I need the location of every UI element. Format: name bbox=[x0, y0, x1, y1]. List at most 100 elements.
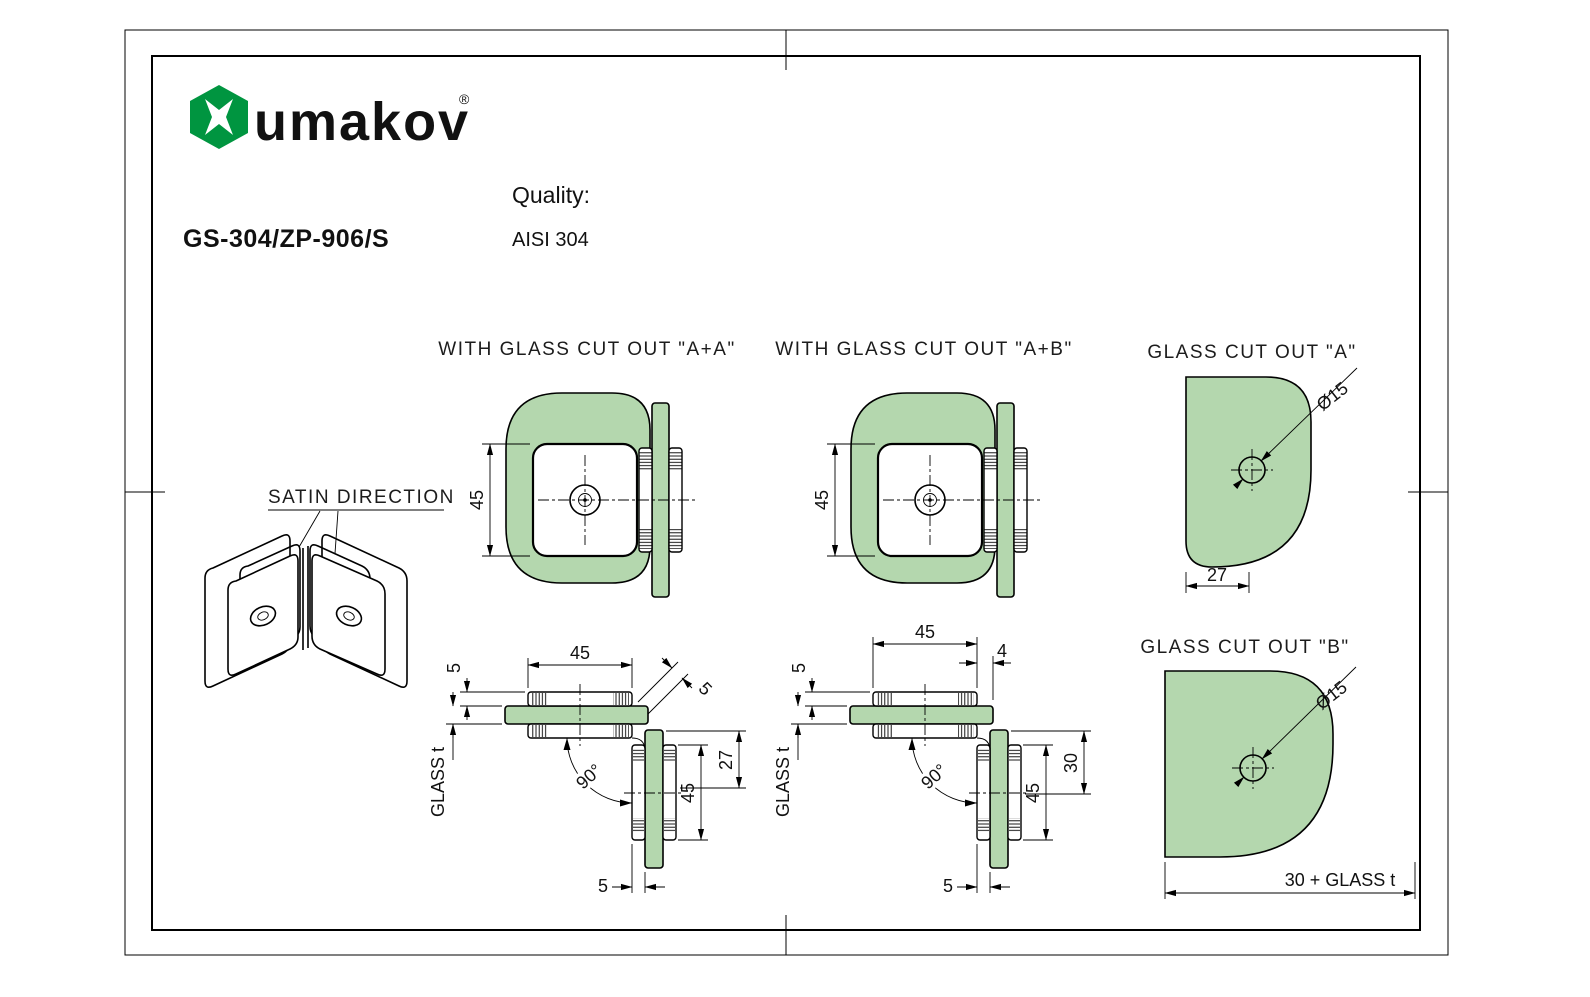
dim-aa-angle: 90° bbox=[572, 760, 606, 793]
brand-name: umakov bbox=[254, 92, 470, 152]
glass-edge-horizontal bbox=[504, 705, 649, 725]
dim-ab-leg-height: 45 bbox=[1023, 783, 1043, 803]
dim-aa-cut-depth: 27 bbox=[716, 750, 736, 770]
dimension-ab-bottom-offset: 5 bbox=[943, 844, 1010, 896]
knurl bbox=[978, 818, 989, 832]
dimension-aa-front-height: 45 bbox=[467, 443, 530, 557]
knurl bbox=[1014, 451, 1027, 471]
dimension-ab-cut-depth: 30 bbox=[1011, 730, 1091, 795]
knurl bbox=[1009, 748, 1020, 762]
dim-ab-top-width: 45 bbox=[915, 622, 935, 642]
dim-aa-top-width: 45 bbox=[570, 643, 590, 663]
dim-ab-glass-thickness: GLASS t bbox=[773, 747, 793, 817]
knurl bbox=[633, 818, 644, 832]
quality-value: AISI 304 bbox=[512, 229, 589, 251]
brand-logo: umakov ® bbox=[190, 85, 470, 152]
knurl bbox=[613, 725, 629, 737]
dimension-a-width: 27 bbox=[1185, 565, 1250, 593]
glass-pane-left bbox=[204, 534, 291, 688]
clamp-plate bbox=[662, 744, 677, 841]
knurl bbox=[1014, 529, 1027, 549]
knurl bbox=[978, 748, 989, 762]
knurl bbox=[531, 725, 547, 737]
dim-a-hole-dia: Ø15 bbox=[1313, 378, 1352, 415]
dimension-aa-angle: 90° bbox=[563, 737, 633, 807]
knurl bbox=[664, 818, 675, 832]
dim-aa-corner-gap: 5 bbox=[695, 678, 716, 699]
corner-edge bbox=[302, 546, 309, 650]
dimension-ab-angle: 90° bbox=[908, 737, 978, 807]
front-clamp-plate-left bbox=[227, 554, 299, 676]
glass-edge-vertical bbox=[989, 729, 1009, 869]
knurl bbox=[958, 725, 974, 737]
title-view-ab: WITH GLASS CUT OUT "A+B" bbox=[775, 339, 1072, 360]
knurl bbox=[984, 451, 997, 471]
dimension-aa-bottom-offset: 5 bbox=[598, 844, 665, 896]
knurl bbox=[669, 451, 682, 471]
registered-mark: ® bbox=[459, 91, 470, 107]
screw bbox=[569, 484, 601, 516]
front-clamp-plate-right bbox=[311, 554, 386, 676]
dimension-aa-cut-depth: 27 bbox=[666, 730, 746, 789]
dim-ab-angle: 90° bbox=[917, 760, 951, 793]
clamp-plate bbox=[1007, 744, 1022, 841]
knurl bbox=[633, 748, 644, 762]
dimension-aa-glass-thickness: GLASS t bbox=[428, 692, 502, 817]
part-number: GS-304/ZP-906/S bbox=[183, 225, 389, 253]
dim-aa-front-height: 45 bbox=[467, 490, 487, 510]
screw bbox=[914, 484, 946, 516]
section-view-ab: 90° 45 4 5 GLASS t bbox=[773, 622, 1091, 896]
dimension-aa-plate-thickness: 5 bbox=[444, 663, 525, 720]
dim-a-width: 27 bbox=[1207, 565, 1227, 585]
dimension-aa-corner-gap: 5 bbox=[637, 657, 716, 715]
knurl bbox=[876, 693, 892, 705]
knurl bbox=[664, 748, 675, 762]
dimension-ab-corner-gap: 4 bbox=[959, 641, 1011, 700]
dim-aa-bottom-offset: 5 bbox=[598, 876, 608, 896]
knurl bbox=[639, 451, 652, 471]
isometric-view bbox=[204, 534, 408, 688]
screw-right bbox=[335, 605, 363, 627]
dim-ab-cut-depth: 30 bbox=[1061, 753, 1081, 773]
cutout-b-drawing: Ø15 30 + GLASS t bbox=[1164, 666, 1416, 899]
knurl bbox=[1009, 818, 1020, 832]
brand-logo-star-icon bbox=[205, 99, 233, 135]
dim-ab-plate-thickness: 5 bbox=[789, 663, 809, 673]
dim-ab-bottom-offset: 5 bbox=[943, 876, 953, 896]
title-cutout-a: GLASS CUT OUT "A" bbox=[1147, 342, 1356, 363]
dim-aa-leg-height: 45 bbox=[678, 783, 698, 803]
satin-direction-label: SATIN DIRECTION bbox=[268, 487, 455, 508]
dimension-b-width: 30 + GLASS t bbox=[1164, 862, 1416, 899]
knurl bbox=[669, 529, 682, 549]
dimension-ab-glass-thickness: GLASS t bbox=[773, 692, 847, 817]
clamp-plate bbox=[631, 744, 646, 841]
knurl bbox=[531, 693, 547, 705]
knurl bbox=[613, 693, 629, 705]
dim-ab-front-height: 45 bbox=[812, 490, 832, 510]
cutout-a-drawing: Ø15 27 bbox=[1185, 367, 1358, 593]
knurl bbox=[876, 725, 892, 737]
dimension-ab-leg-height: 45 bbox=[1023, 744, 1053, 841]
glass-edge-vertical bbox=[644, 729, 664, 869]
title-cutout-b: GLASS CUT OUT "B" bbox=[1140, 637, 1349, 658]
title-view-aa: WITH GLASS CUT OUT "A+A" bbox=[438, 339, 735, 360]
glass-cutout-a-panel bbox=[1185, 376, 1312, 568]
knurl bbox=[984, 529, 997, 549]
dim-b-width: 30 + GLASS t bbox=[1285, 870, 1396, 890]
dim-aa-glass-thickness: GLASS t bbox=[428, 747, 448, 817]
registration-marks bbox=[125, 30, 1448, 955]
screw-left bbox=[249, 605, 277, 627]
dimension-aa-leg-height: 45 bbox=[678, 744, 708, 841]
quality-label: Quality: bbox=[512, 182, 590, 208]
knurl bbox=[958, 693, 974, 705]
glass-edge-horizontal bbox=[849, 705, 994, 725]
dimension-ab-top-width: 45 bbox=[872, 622, 978, 688]
clamp-plate bbox=[976, 744, 991, 841]
glass-cutout-b-panel bbox=[1164, 670, 1334, 858]
front-view-ab: 45 bbox=[812, 392, 1043, 598]
section-view-aa: 90° 45 5 GLASS t 5 bbox=[428, 643, 746, 896]
satin-direction: SATIN DIRECTION bbox=[268, 487, 455, 598]
dimension-aa-top-width: 45 bbox=[527, 643, 633, 688]
knurl bbox=[639, 529, 652, 549]
